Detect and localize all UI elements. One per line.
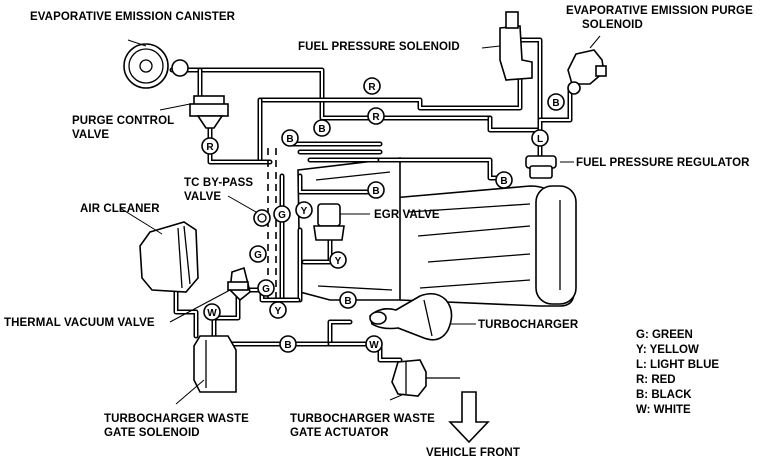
canister-component xyxy=(123,39,189,89)
svg-text:Y: Y xyxy=(301,206,308,217)
hose-tag-g-2: G xyxy=(249,245,267,263)
svg-text:B: B xyxy=(318,124,325,135)
label-wastegate-actuator-line2: GATE ACTUATOR xyxy=(290,427,389,439)
hose-tag-b-5: B xyxy=(367,181,385,199)
air-cleaner-component xyxy=(119,207,199,293)
svg-text:L: L xyxy=(537,134,543,145)
label-purge-valve-line1: PURGE CONTROL xyxy=(72,115,174,127)
hose-tag-b-4: B xyxy=(495,171,513,189)
label-purge-solenoid-line2: SOLENOID xyxy=(582,19,643,31)
hose-tag-b-7: B xyxy=(279,335,297,353)
svg-text:Y: Y xyxy=(335,256,342,267)
label-purge-solenoid-line1: EVAPORATIVE EMISSION PURGE xyxy=(566,5,753,17)
hose-tag-l: L xyxy=(531,129,549,147)
svg-text:G: G xyxy=(262,284,270,295)
svg-text:R: R xyxy=(372,112,380,123)
label-tc-bypass-line1: TC BY-PASS xyxy=(184,177,253,189)
label-fuel-pressure-regulator: FUEL PRESSURE REGULATOR xyxy=(576,157,750,169)
svg-text:Y: Y xyxy=(275,306,282,317)
label-fuel-pressure-solenoid: FUEL PRESSURE SOLENOID xyxy=(298,41,460,53)
svg-text:G: G xyxy=(278,210,286,221)
hose-tag-r-3: R xyxy=(201,137,219,155)
purge-solenoid-component xyxy=(567,35,607,95)
label-turbocharger: TURBOCHARGER xyxy=(478,319,579,331)
thermal-vacuum-valve-component xyxy=(169,266,251,323)
hose-tag-g-3: G xyxy=(257,279,275,297)
legend-item-white: W: WHITE xyxy=(636,404,691,416)
svg-text:G: G xyxy=(254,250,262,261)
svg-text:W: W xyxy=(369,340,379,351)
legend-item-red: R: RED xyxy=(636,374,676,386)
hose-tag-y-3: Y xyxy=(269,301,287,319)
hose-tag-y-1: Y xyxy=(295,201,313,219)
hose-tag-b-6: B xyxy=(339,291,357,309)
svg-text:R: R xyxy=(206,142,214,153)
svg-text:B: B xyxy=(284,340,291,351)
label-air-cleaner: AIR CLEANER xyxy=(80,203,160,215)
fuel-pressure-solenoid-component xyxy=(481,11,533,81)
legend-item-light-blue: L: LIGHT BLUE xyxy=(636,359,719,371)
hose-tag-g-1: G xyxy=(273,205,291,223)
hose-tag-b-2: B xyxy=(281,129,299,147)
label-wastegate-solenoid-line2: GATE SOLENOID xyxy=(104,427,200,439)
hose-tag-r-1: R xyxy=(367,107,385,125)
label-vehicle-front: VEHICLE FRONT xyxy=(426,447,520,459)
label-thermal-vacuum-valve: THERMAL VACUUM VALVE xyxy=(4,317,155,329)
svg-text:B: B xyxy=(372,186,379,197)
intake-runner xyxy=(297,157,401,301)
label-purge-valve-line2: VALVE xyxy=(72,129,109,141)
dashed-hoses xyxy=(267,148,277,300)
svg-text:B: B xyxy=(344,296,351,307)
hose-tag-w-1: W xyxy=(203,303,221,321)
wastegate-actuator-component xyxy=(389,359,460,401)
svg-text:W: W xyxy=(207,308,217,319)
hose-tag-y-2: Y xyxy=(329,251,347,269)
svg-text:B: B xyxy=(500,176,507,187)
svg-text:B: B xyxy=(286,134,293,145)
label-wastegate-actuator-line1: TURBOCHARGER WASTE xyxy=(290,413,435,425)
label-tc-bypass-line2: VALVE xyxy=(184,191,221,203)
wastegate-solenoid-component xyxy=(175,335,237,405)
svg-text:B: B xyxy=(552,98,559,109)
svg-text:R: R xyxy=(368,82,376,93)
intake-plenum xyxy=(387,185,577,307)
purge-control-valve-component xyxy=(159,95,229,129)
vehicle-front-arrow xyxy=(448,391,490,444)
turbocharger-component xyxy=(369,292,476,341)
egr-valve-component xyxy=(313,203,370,241)
legend-item-green: G: GREEN xyxy=(636,329,693,341)
hose-tag-b-1: B xyxy=(313,119,331,137)
legend-item-black: B: BLACK xyxy=(636,389,692,401)
hose-tag-b-3: B xyxy=(547,93,565,111)
legend-item-yellow: Y: YELLOW xyxy=(636,344,699,356)
color-legend: G: GREEN Y: YELLOW L: LIGHT BLUE R: RED … xyxy=(636,329,719,416)
label-egr-valve: EGR VALVE xyxy=(374,209,440,221)
hose-tag-r-2: R xyxy=(363,77,381,95)
label-canister: EVAPORATIVE EMISSION CANISTER xyxy=(30,11,236,23)
hose-tag-w-2: W xyxy=(365,335,383,353)
label-wastegate-solenoid-line1: TURBOCHARGER WASTE xyxy=(104,413,249,425)
tc-bypass-valve-component xyxy=(227,195,271,227)
fuel-pressure-regulator-component xyxy=(525,155,574,179)
